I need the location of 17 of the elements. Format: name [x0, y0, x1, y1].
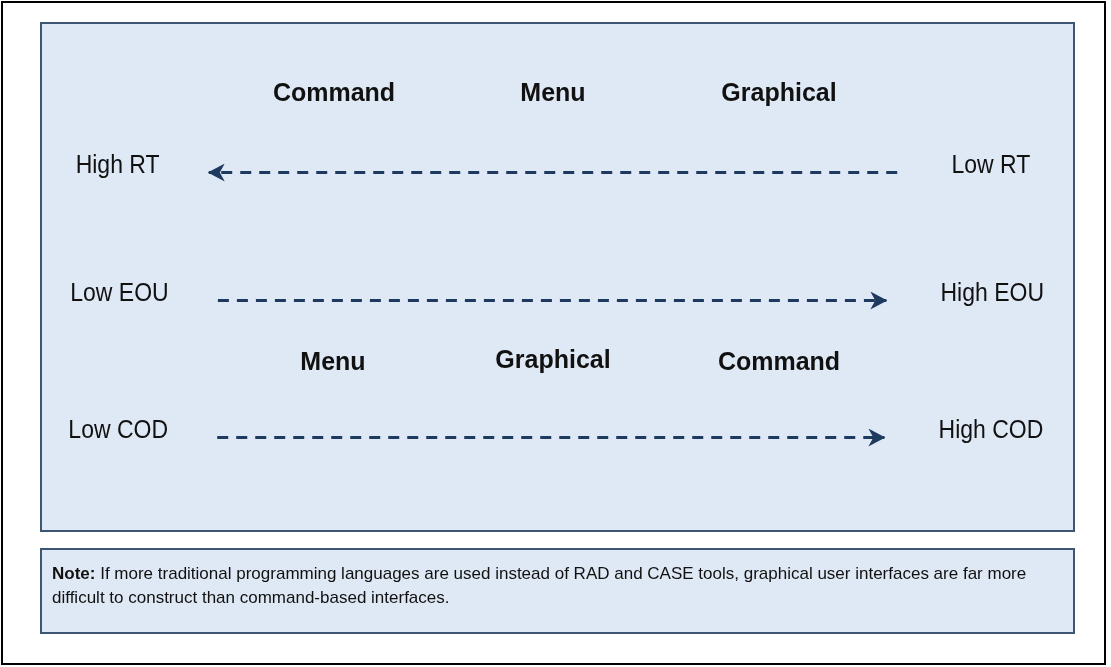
axis-end-label: Low EOU	[61, 274, 178, 311]
axis-end-label: Low RT	[942, 146, 1040, 183]
axis-end-label: Low COD	[59, 411, 178, 448]
interface-type-label: Graphical	[721, 78, 837, 107]
dashed-arrow	[217, 291, 888, 310]
axis-end-label: High EOU	[931, 274, 1054, 311]
interface-type-label: Menu	[300, 347, 366, 376]
note-text: Note: If more traditional programming languages are used instead of RAD and CASE tools, graphical user interfaces are far more difficult to construct than command-based interfaces.	[40, 548, 1075, 634]
panel-background	[40, 22, 1075, 532]
interface-type-label: Menu	[520, 78, 586, 107]
interface-type-label: Graphical	[495, 345, 611, 374]
interface-type-label: Command	[272, 78, 396, 107]
axis-end-label: High COD	[929, 411, 1053, 448]
axis-end-label: High RT	[66, 146, 169, 183]
dashed-arrow	[217, 428, 886, 447]
dashed-arrow	[207, 163, 898, 182]
interface-type-label: Command	[717, 347, 841, 376]
